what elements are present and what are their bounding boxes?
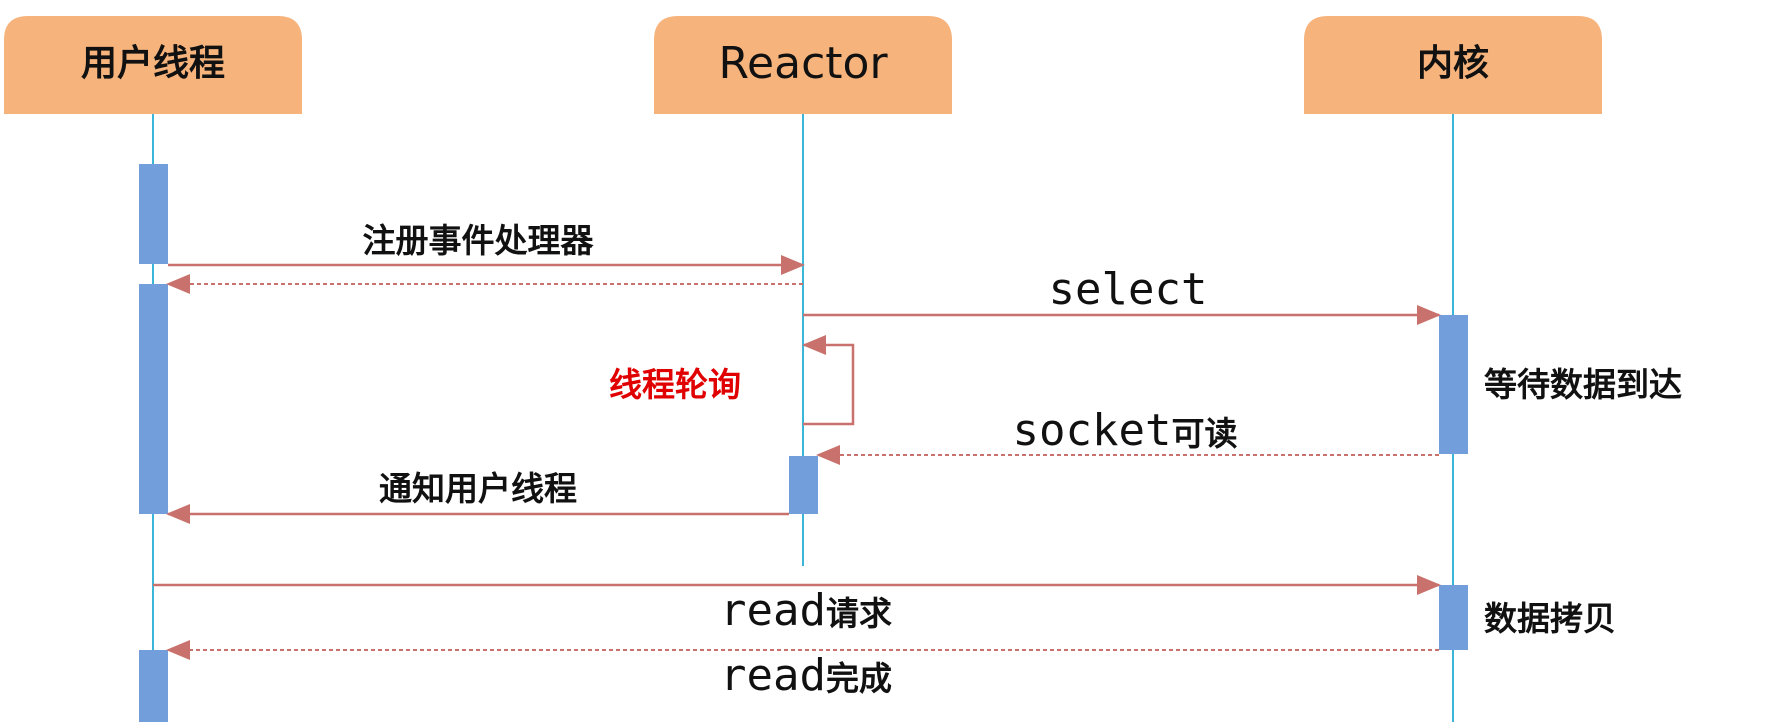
label-register-handler: 注册事件处理器 bbox=[363, 221, 595, 260]
label-socket-prefix: socket bbox=[1013, 405, 1172, 456]
participant-reactor-label: Reactor bbox=[718, 38, 888, 89]
participant-reactor: Reactor bbox=[654, 16, 952, 114]
note-data-copy: 数据拷贝 bbox=[1484, 599, 1616, 638]
user-activation-2 bbox=[139, 284, 168, 514]
note-wait-data: 等待数据到达 bbox=[1484, 365, 1682, 404]
user-activation-1 bbox=[139, 164, 168, 264]
participant-user-thread: 用户线程 bbox=[4, 16, 302, 114]
label-notify-user: 通知用户线程 bbox=[379, 469, 577, 508]
label-read-suffix-2: 完成 bbox=[826, 659, 892, 698]
kernel-activation-2 bbox=[1439, 585, 1468, 650]
label-read-suffix-1: 请求 bbox=[826, 594, 892, 633]
user-activation-3 bbox=[139, 650, 168, 722]
label-thread-polling: 线程轮询 bbox=[609, 365, 741, 404]
label-socket-suffix: 可读 bbox=[1171, 414, 1237, 453]
arrow-thread-polling-loop bbox=[802, 335, 855, 426]
label-select: select bbox=[1049, 264, 1208, 315]
label-read-prefix-1: read bbox=[720, 585, 826, 636]
label-read-request: read请求 bbox=[720, 585, 892, 636]
label-read-prefix-2: read bbox=[720, 650, 826, 701]
label-socket-readable: socket可读 bbox=[1013, 405, 1238, 456]
label-read-complete: read完成 bbox=[720, 650, 892, 701]
kernel-activation-1 bbox=[1439, 315, 1468, 454]
participant-user-thread-label: 用户线程 bbox=[81, 43, 225, 84]
reactor-activation bbox=[789, 456, 818, 514]
participant-kernel: 内核 bbox=[1304, 16, 1602, 114]
participant-kernel-label: 内核 bbox=[1417, 43, 1489, 84]
